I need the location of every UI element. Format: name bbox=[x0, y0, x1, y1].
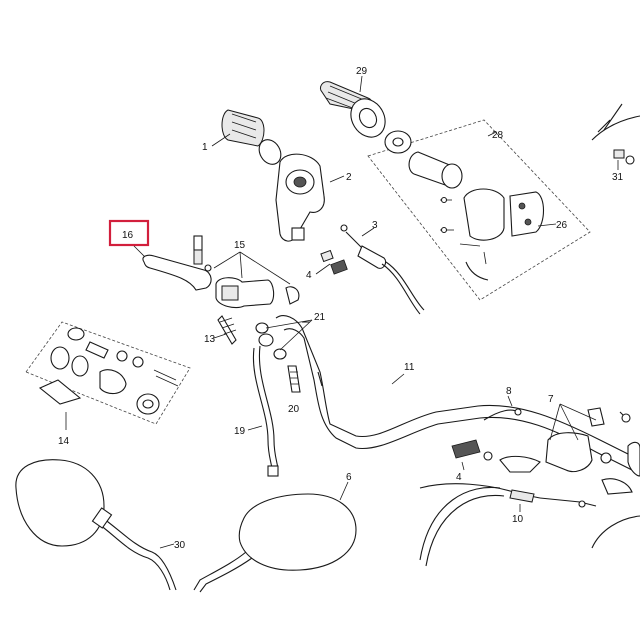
label-29: 29 bbox=[356, 66, 368, 77]
label-7: 7 bbox=[548, 394, 554, 405]
part-4-adjuster-lower[interactable] bbox=[451, 439, 493, 461]
part-3-throttle-cable[interactable] bbox=[340, 224, 425, 315]
part-21-banjo-bolt[interactable] bbox=[255, 322, 287, 360]
part-13-brake-switch[interactable] bbox=[217, 315, 237, 345]
label-31: 31 bbox=[612, 172, 624, 183]
label-4-lower: 4 bbox=[456, 472, 462, 483]
label-13: 13 bbox=[204, 334, 216, 345]
part-2-throttle-housing[interactable] bbox=[275, 153, 325, 242]
part-6-mirror-center[interactable] bbox=[193, 493, 357, 593]
label-14: 14 bbox=[58, 436, 70, 447]
label-2: 2 bbox=[346, 172, 352, 183]
label-28: 28 bbox=[492, 130, 504, 141]
part-30-mirror-left[interactable] bbox=[15, 459, 177, 591]
part-29-grip[interactable] bbox=[319, 81, 391, 144]
label-19: 19 bbox=[234, 426, 246, 437]
label-6: 6 bbox=[346, 472, 352, 483]
part-28-switch-assembly[interactable] bbox=[367, 119, 591, 301]
part-11-handlebar[interactable] bbox=[275, 315, 640, 475]
part-15-master-cylinder[interactable] bbox=[215, 277, 300, 309]
part-8-clamp[interactable] bbox=[483, 408, 522, 421]
part-14-repair-kit[interactable] bbox=[25, 321, 191, 425]
label-4-upper: 4 bbox=[306, 270, 312, 281]
label-1: 1 bbox=[202, 142, 208, 153]
label-3: 3 bbox=[372, 220, 378, 231]
label-20: 20 bbox=[288, 404, 300, 415]
part-31-screw[interactable] bbox=[591, 103, 640, 165]
part-16-brake-lever[interactable] bbox=[142, 235, 212, 291]
part-4-adjuster-upper[interactable] bbox=[320, 249, 348, 275]
label-16[interactable]: 16 bbox=[122, 230, 134, 241]
label-16-highlight-box bbox=[108, 219, 150, 247]
label-8: 8 bbox=[506, 386, 512, 397]
part-7-clutch-bracket[interactable] bbox=[499, 407, 633, 495]
label-26: 26 bbox=[556, 220, 568, 231]
label-11: 11 bbox=[404, 362, 415, 373]
lower-wiring-partials bbox=[419, 486, 505, 567]
label-30: 30 bbox=[174, 540, 186, 551]
label-10: 10 bbox=[512, 514, 524, 525]
part-1-grip[interactable] bbox=[221, 109, 285, 168]
label-21: 21 bbox=[314, 312, 326, 323]
label-15: 15 bbox=[234, 240, 246, 251]
right-side-partial-parts bbox=[591, 411, 640, 549]
part-20-bolt[interactable] bbox=[287, 365, 301, 393]
part-10-clutch-cable[interactable] bbox=[419, 483, 597, 508]
part-19-brake-hose[interactable] bbox=[252, 345, 279, 477]
